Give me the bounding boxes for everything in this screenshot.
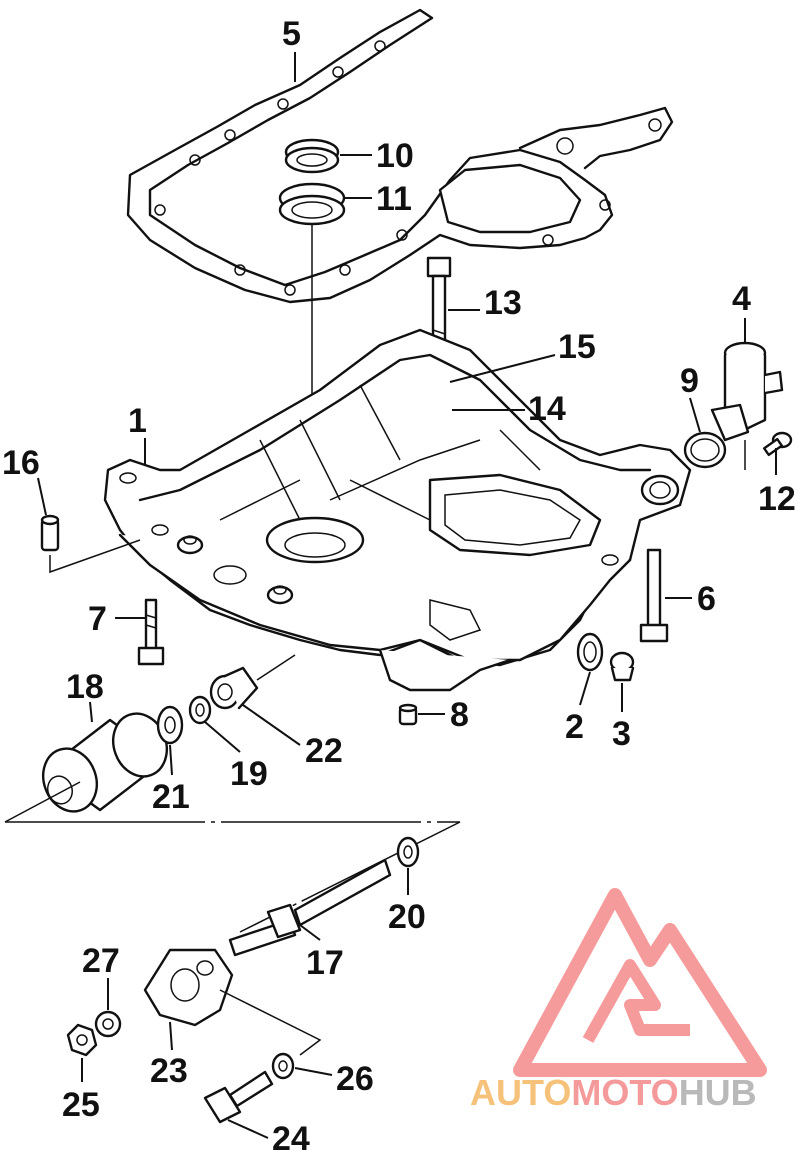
- washer-part-21: [156, 705, 184, 745]
- bolt-part-24: [203, 1070, 274, 1124]
- stud-part-17: [228, 858, 392, 957]
- callout-9: 9: [680, 362, 699, 400]
- gasket-part-5: [126, 8, 674, 304]
- callout-5: 5: [282, 15, 301, 53]
- callout-24: 24: [272, 1120, 310, 1155]
- callout-8: 8: [450, 696, 469, 734]
- callout-16: 16: [2, 444, 40, 482]
- callout-23: 23: [150, 1052, 188, 1090]
- bolt-part-7: [137, 598, 165, 666]
- callout-18: 18: [66, 668, 104, 706]
- callout-1: 1: [128, 402, 147, 440]
- callout-2: 2: [565, 708, 584, 746]
- callout-20: 20: [388, 898, 426, 936]
- oil-seal-part-10: [284, 138, 340, 174]
- watermark-text: AUTOMOTOHUB: [470, 1072, 757, 1113]
- callout-19: 19: [230, 755, 268, 793]
- callout-26: 26: [336, 1060, 374, 1098]
- o-ring-part-9: [683, 431, 727, 469]
- callout-3: 3: [612, 715, 631, 753]
- screw-part-12: [762, 431, 793, 457]
- callout-labels: 5 10 11 13 15 14 4 9 12 1 16 7 6 2 3 8 1…: [2, 15, 796, 1158]
- nut-part-25: [66, 1023, 98, 1057]
- callout-14: 14: [528, 390, 566, 428]
- callout-15: 15: [558, 328, 596, 366]
- callout-4: 4: [732, 280, 751, 318]
- callout-6: 6: [697, 580, 716, 618]
- automotohub-logo: [513, 888, 767, 1077]
- washer-part-20: [396, 836, 420, 868]
- dowel-pin-part-16: [40, 514, 60, 552]
- drain-plug-part-3: [609, 651, 635, 682]
- oil-pan-part-1: [103, 328, 692, 692]
- callout-27: 27: [82, 942, 120, 980]
- callout-11: 11: [376, 180, 412, 218]
- callout-25: 25: [62, 1086, 100, 1124]
- pin-part-8: [398, 703, 418, 726]
- bracket-part-23: [143, 948, 234, 1027]
- callout-7: 7: [88, 600, 107, 638]
- gasket-part-2: [576, 632, 604, 672]
- watermark-hub: HUB: [679, 1072, 757, 1113]
- washer-part-27: [94, 1010, 122, 1038]
- bolt-part-6: [639, 548, 669, 643]
- leader-lines: [37, 52, 777, 1139]
- callout-10: 10: [376, 137, 414, 175]
- washer-part-26: [271, 1052, 295, 1080]
- sleeve-part-22: [209, 666, 259, 710]
- oil-filter-part-18: [42, 712, 168, 813]
- callout-22: 22: [305, 732, 343, 770]
- oil-seal-part-11: [278, 182, 346, 226]
- watermark-auto: AUTO: [470, 1072, 571, 1113]
- nut-part-19: [188, 695, 212, 725]
- watermark-moto: MOTO: [571, 1072, 678, 1113]
- callout-17: 17: [306, 944, 344, 982]
- callout-12: 12: [758, 480, 796, 518]
- callout-21: 21: [152, 778, 190, 816]
- callout-13: 13: [484, 284, 522, 322]
- outlet-pipe-part-4: [710, 341, 784, 442]
